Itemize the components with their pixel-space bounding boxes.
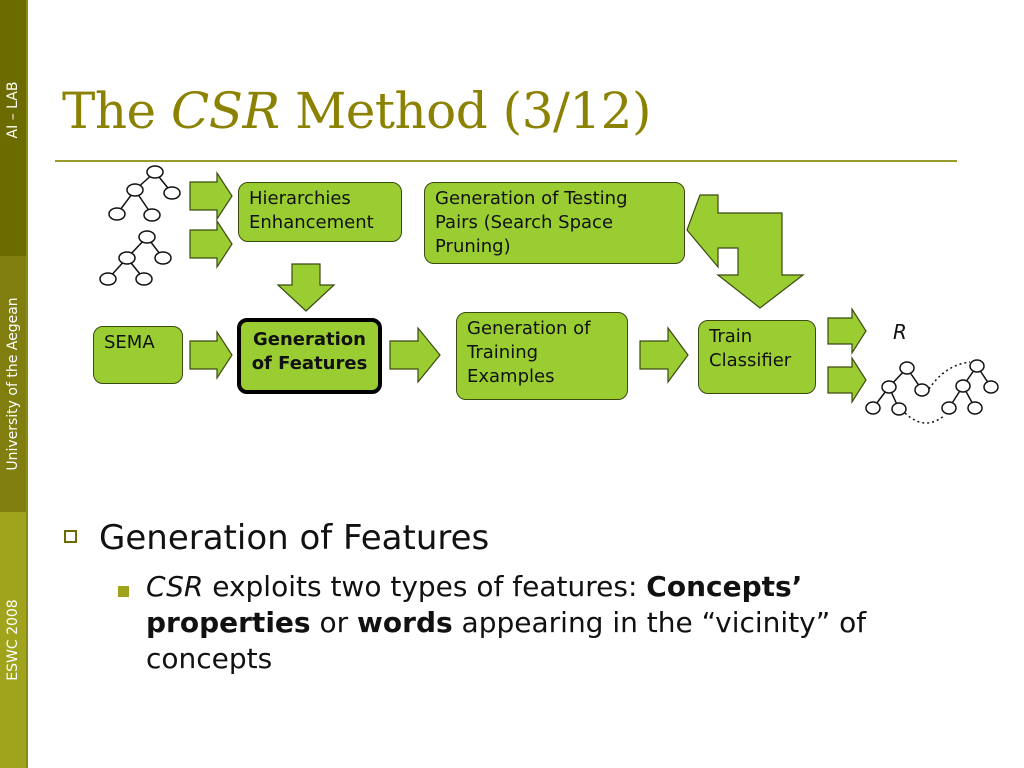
training-examples-line-3: Examples [467,366,555,387]
arrow-feedback [686,194,805,309]
hierarchies-enhancement-line-1: Hierarchies [249,188,351,209]
result-tree-icon-1 [865,361,930,416]
sema-label: SEMA [104,332,155,353]
arrow-right-classifier-2 [827,355,867,405]
side-band-top [0,0,26,256]
result-tree-icon-2 [941,359,999,415]
result-r-label: R [893,320,907,344]
train-classifier-line-2: Classifier [709,350,792,371]
filled-square-bullet-icon [118,586,129,597]
arrow-right-features [389,326,441,384]
bullet-text-2: or [310,606,358,639]
ontology-tree-icon-2 [99,230,172,286]
testing-pairs-line-1: Generation of Testing [435,188,628,209]
train-classifier-line-1: Train [709,326,753,347]
arrow-right-training [639,326,689,384]
side-separator [26,0,28,768]
generation-features-line-1: Generation [253,329,366,350]
training-examples-line-2: Training [467,342,539,363]
training-examples-line-1: Generation of [467,318,591,339]
hierarchies-enhancement-box: Hierarchies Enhancement [238,182,402,242]
csr-italic: CSR [146,570,204,603]
title-pre: The [62,82,172,140]
bullet-bold-1: Concepts’ properties [146,570,803,639]
sema-box: SEMA [93,326,183,384]
bullet-bold-2: words [357,606,453,639]
title-rule [55,160,957,162]
side-band-middle [0,256,26,512]
generation-testing-pairs-box: Generation of Testing Pairs (Search Spac… [424,182,685,264]
arrow-right-1 [189,170,233,222]
bullet-level-2: CSR exploits two types of features: Conc… [146,569,966,677]
side-band-bottom [0,512,26,768]
generation-training-examples-box: Generation of Training Examples [456,312,628,400]
generation-of-features-box: Generation of Features [237,318,382,394]
mapping-link-1 [928,361,971,390]
square-bullet-icon [64,530,77,543]
generation-features-line-2: of Features [251,353,368,374]
bullet-level-1: Generation of Features [64,518,489,558]
arrow-right-2 [189,218,233,270]
ontology-tree-icon-1 [108,165,181,222]
testing-pairs-line-3: Pruning) [435,236,511,257]
testing-pairs-line-2: Pairs (Search Space [435,212,614,233]
arrow-right-sema [189,329,233,381]
side-band: AI – LAB University of the Aegean ESWC 2… [0,0,26,768]
arrow-right-classifier-1 [827,306,867,356]
bullet-level-1-text: Generation of Features [99,518,490,558]
title-italic: CSR [171,82,280,140]
train-classifier-box: Train Classifier [698,320,816,394]
slide-title: The CSR Method (3/12) [62,82,651,140]
mapping-link-2 [904,412,946,424]
bullet-text-3: appearing in the “vicinity” of concepts [146,606,867,675]
hierarchies-enhancement-line-2: Enhancement [249,212,374,233]
bullet-text-1: exploits two types of features: [203,570,647,603]
arrow-down-hierarchies [276,263,336,312]
title-post: Method (3/12) [279,82,651,140]
